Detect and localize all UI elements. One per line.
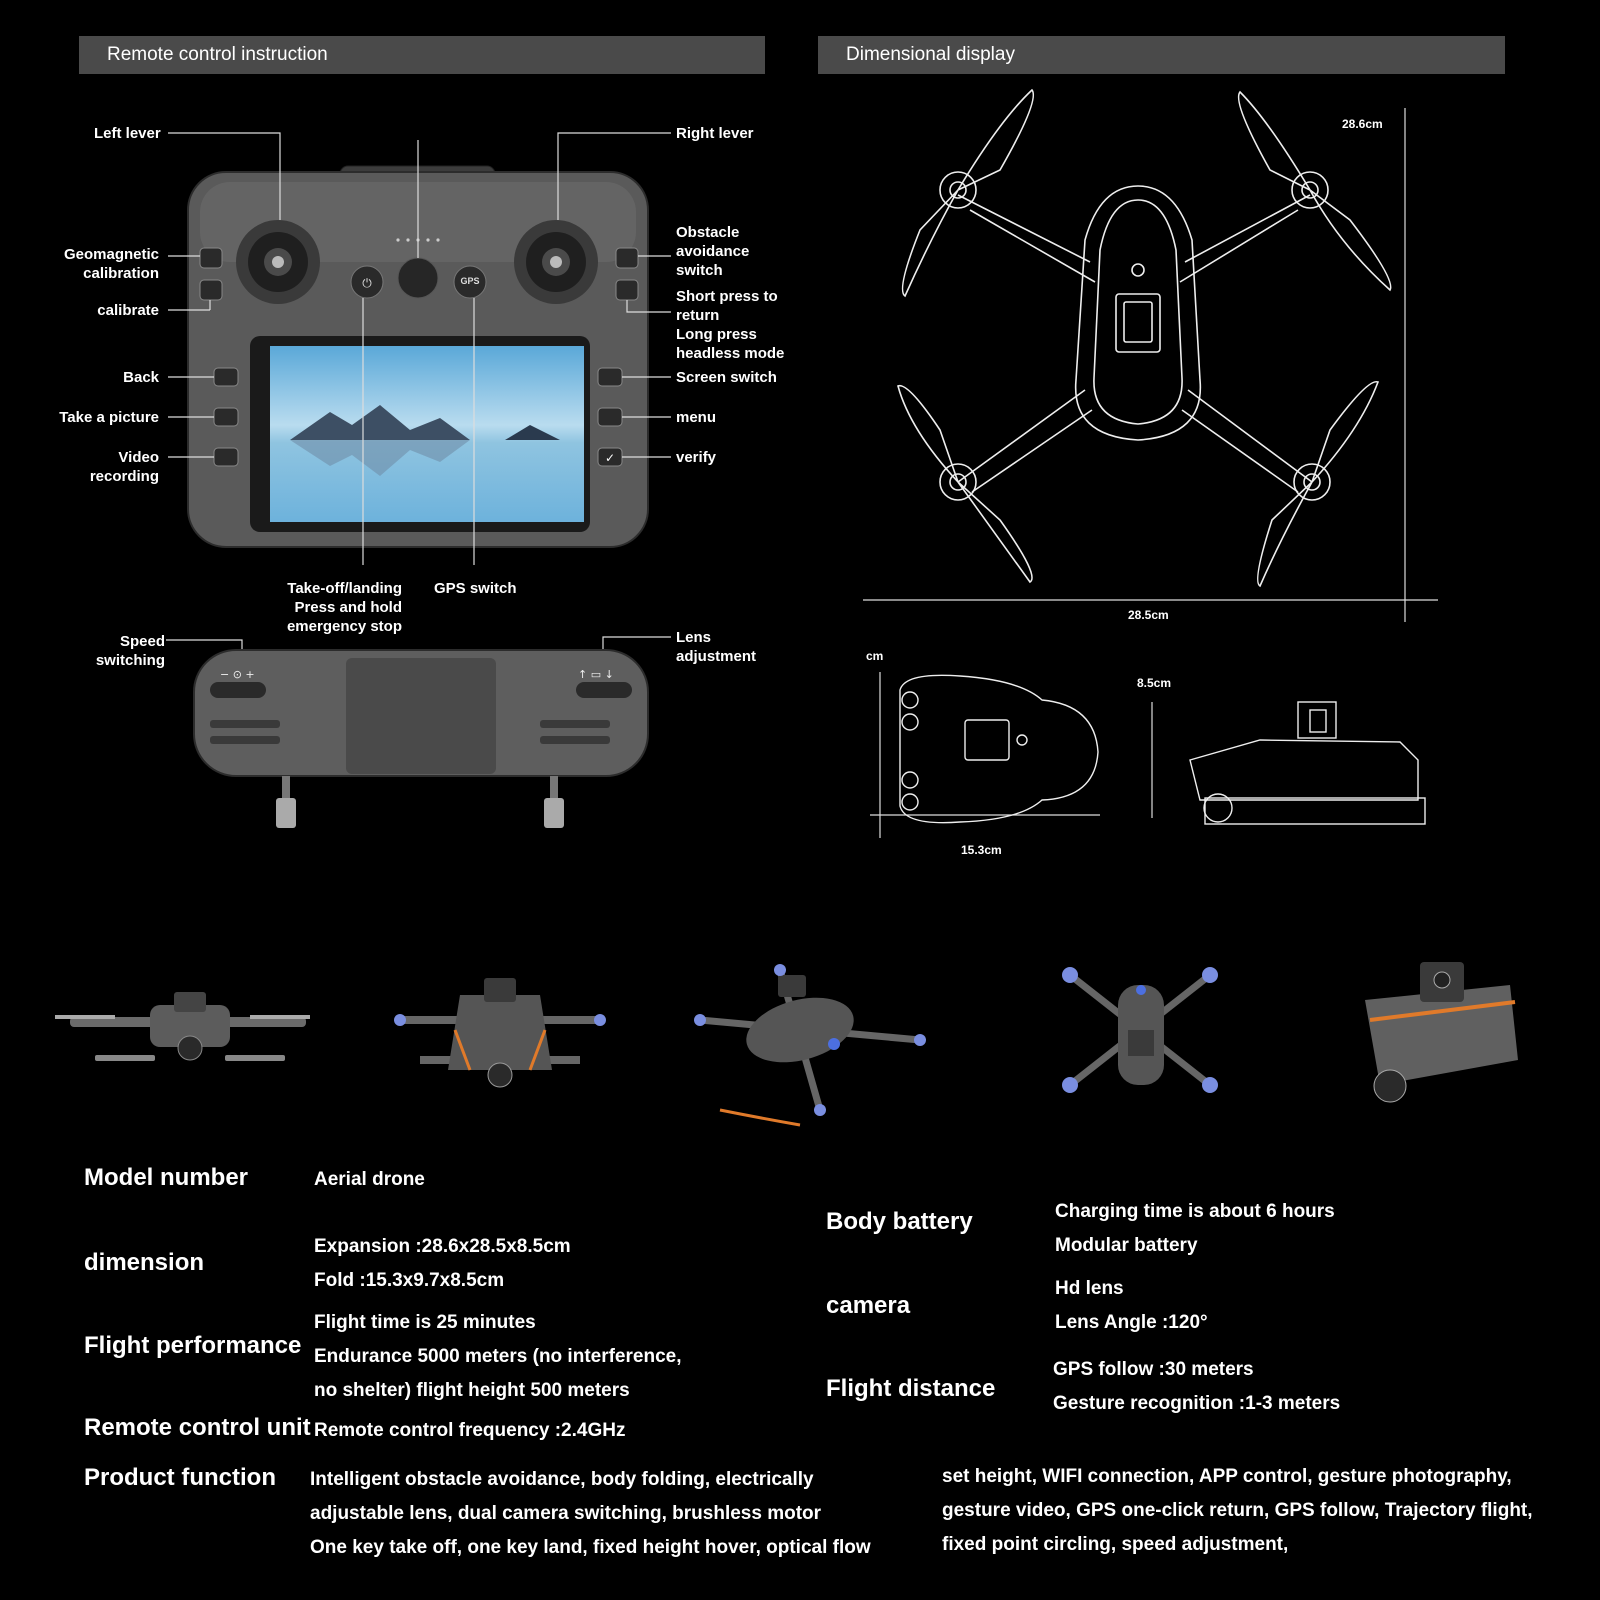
label-left-lever: Left lever — [94, 125, 161, 142]
label-lens-adjustment: Lens adjustment — [676, 629, 757, 665]
spec-value-gps-follow: GPS follow :30 meters — [1053, 1359, 1254, 1380]
product-function-col1-line2: adjustable lens, dual camera switching, … — [310, 1503, 822, 1524]
product-function-col2-line1: set height, WIFI connection, APP control… — [942, 1466, 1512, 1487]
product-function-col2-line3: fixed point circling, speed adjustment, — [942, 1534, 1289, 1555]
product-function-col1-line3: One key take off, one key land, fixed he… — [310, 1537, 871, 1558]
drone-photo-front-angle — [394, 978, 606, 1088]
spec-value-flight-time: Flight time is 25 minutes — [314, 1312, 536, 1333]
label-geomagnetic-calibration: Geomagnetic calibration — [63, 246, 159, 282]
label-calibrate: calibrate — [97, 302, 159, 319]
spec-key-product-function: Product function — [84, 1464, 276, 1491]
spec-key-flight-distance: Flight distance — [826, 1375, 996, 1402]
spec-value-charging-time: Charging time is about 6 hours — [1055, 1201, 1335, 1222]
label-speed-switching: Speed switching — [95, 633, 165, 669]
spec-key-camera: camera — [826, 1292, 911, 1319]
dimension-fold-length: 15.3cm — [961, 843, 1002, 857]
drone-photo-folded — [1365, 962, 1518, 1103]
spec-value-remote-frequency: Remote control frequency :2.4GHz — [314, 1420, 626, 1441]
label-right-lever: Right lever — [676, 125, 754, 142]
dimension-depth: 8.5cm — [1137, 676, 1172, 690]
spec-key-remote-control-unit: Remote control unit — [84, 1414, 311, 1441]
label-verify: verify — [676, 449, 717, 466]
product-function-col1-line1: Intelligent obstacle avoidance, body fol… — [310, 1469, 814, 1490]
spec-value-modular-battery: Modular battery — [1055, 1235, 1198, 1256]
label-take-picture: Take a picture — [59, 409, 159, 426]
dimension-section-title: Dimensional display — [846, 44, 1015, 65]
label-short-press-return: Short press to return Long press headles… — [676, 288, 785, 362]
remote-section-header: Remote control instruction — [79, 36, 765, 74]
label-back: Back — [123, 369, 159, 386]
gps-button[interactable]: GPS — [460, 276, 480, 286]
svg-text:− ⊙ +: − ⊙ + — [220, 668, 255, 681]
svg-text:↑ ▭ ↓: ↑ ▭ ↓ — [578, 668, 614, 681]
spec-key-flight-performance: Flight performance — [84, 1332, 302, 1359]
spec-value-flight-height: no shelter) flight height 500 meters — [314, 1380, 630, 1401]
spec-key-body-battery: Body battery — [826, 1208, 973, 1235]
drone-photo-top — [1062, 967, 1218, 1093]
label-gps-switch: GPS switch — [434, 580, 517, 597]
spec-key-dimension: dimension — [84, 1249, 205, 1276]
svg-text:✓: ✓ — [605, 451, 615, 465]
spec-key-model-number: Model number — [84, 1164, 249, 1191]
spec-value-endurance: Endurance 5000 meters (no interference, — [314, 1346, 682, 1367]
label-video-recording: Video recording — [89, 449, 159, 485]
spec-value-gesture-recognition: Gesture recognition :1-3 meters — [1053, 1393, 1341, 1414]
product-function-col2-line2: gesture video, GPS one-click return, GPS… — [942, 1500, 1533, 1521]
label-takeoff-landing: Take-off/landing Press and hold emergenc… — [286, 580, 402, 635]
dimension-width-top: 28.5cm — [1128, 608, 1169, 622]
spec-value-model-number: Aerial drone — [314, 1169, 425, 1190]
dimension-height-top: 28.6cm — [1342, 117, 1383, 131]
drone-photo-front — [55, 992, 310, 1061]
label-obstacle-avoidance: Obstacle avoidance switch — [676, 224, 750, 279]
dimension-section-header: Dimensional display — [818, 36, 1505, 74]
spec-value-dimension-fold: Fold :15.3x9.7x8.5cm — [314, 1270, 505, 1291]
spec-value-hd-lens: Hd lens — [1055, 1278, 1124, 1299]
svg-text:⏻: ⏻ — [362, 276, 372, 290]
drone-photo-angled — [694, 964, 926, 1127]
remote-section-title: Remote control instruction — [107, 44, 328, 65]
dimension-unit-label: cm — [866, 649, 884, 663]
spec-value-lens-angle: Lens Angle :120° — [1055, 1312, 1208, 1333]
label-menu: menu — [676, 409, 717, 426]
label-screen-switch: Screen switch — [676, 369, 777, 386]
spec-value-dimension-expansion: Expansion :28.6x28.5x8.5cm — [314, 1236, 571, 1257]
